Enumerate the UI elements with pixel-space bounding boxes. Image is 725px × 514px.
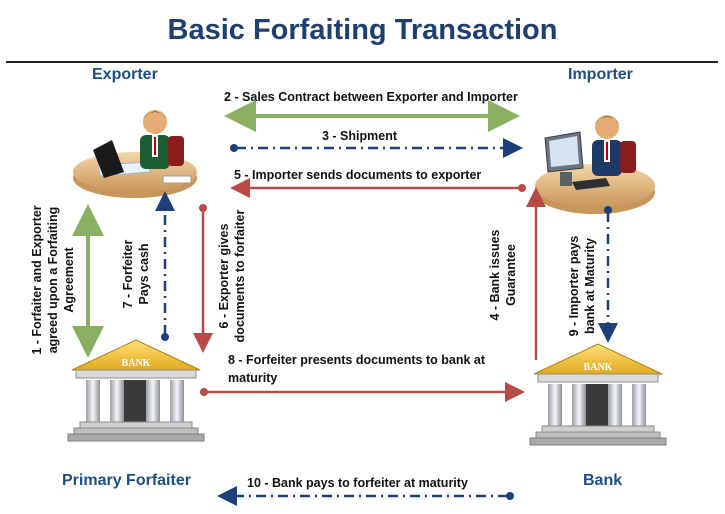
step-4-label-line2: Guarantee xyxy=(504,244,518,306)
step-5-label: 5 - Importer sends documents to exporter xyxy=(234,168,482,182)
arrow-step-9-origin xyxy=(604,206,612,214)
primary-forfaiter-bank-building xyxy=(67,339,205,442)
exporter-label: Exporter xyxy=(92,66,158,83)
step-4-label: 4 - Bank issues Guarantee xyxy=(487,220,519,330)
step-8-label-line1: 8 - Forfeiter presents documents to bank… xyxy=(228,353,485,367)
arrow-step-8-origin xyxy=(200,388,208,396)
primary-forfaiter-bank-sign: BANK xyxy=(122,358,151,369)
step-1-label-line1: 1 - Forfaiter and Exporter xyxy=(30,205,44,355)
step-7-label-line1: 7 - Forfeiter xyxy=(121,239,135,309)
exporter-figure xyxy=(73,110,197,198)
step-7-label: 7 - Forfeiter Pays cash xyxy=(120,219,152,329)
step-1-label-line2: agreed upon a Forfaiting xyxy=(46,206,60,354)
step-10-label: 10 - Bank pays to forfeiter at maturity xyxy=(247,476,468,490)
step-4-label-line1: 4 - Bank issues xyxy=(488,229,502,321)
importer-bank-sign: BANK xyxy=(584,362,613,373)
arrow-step-5-origin xyxy=(518,184,526,192)
importer-label: Importer xyxy=(568,66,633,83)
bank-label: Bank xyxy=(583,472,623,489)
step-9-label: 9 - Importer pays bank at Maturity xyxy=(566,221,598,351)
arrow-step-3-origin xyxy=(230,144,238,152)
step-3-label: 3 - Shipment xyxy=(322,129,398,143)
importer-figure xyxy=(535,115,655,214)
title-divider xyxy=(6,61,718,63)
page-title: Basic Forfaiting Transaction xyxy=(167,14,558,46)
primary-forfaiter-label: Primary Forfaiter xyxy=(62,472,191,489)
step-1-label-line3: Agreement xyxy=(62,247,76,313)
arrow-step-7-origin xyxy=(161,333,169,341)
step-6-label-line1: 6 - Exporter gives xyxy=(217,223,231,329)
importer-bank-building xyxy=(529,343,667,446)
step-2-label: 2 - Sales Contract between Exporter and … xyxy=(224,90,518,104)
step-1-label: 1 - Forfaiter and Exporter agreed upon a… xyxy=(29,180,77,380)
step-7-label-line2: Pays cash xyxy=(137,243,151,305)
step-6-label-line2: documents to forfaiter xyxy=(233,209,247,343)
arrow-step-6-origin xyxy=(199,204,207,212)
step-6-label: 6 - Exporter gives documents to forfaite… xyxy=(216,201,248,351)
step-9-label-line2: bank at Maturity xyxy=(583,238,597,334)
step-9-label-line1: 9 - Importer pays xyxy=(567,235,581,337)
arrow-step-10-origin xyxy=(506,492,514,500)
step-8-label-line2: maturity xyxy=(228,371,278,385)
